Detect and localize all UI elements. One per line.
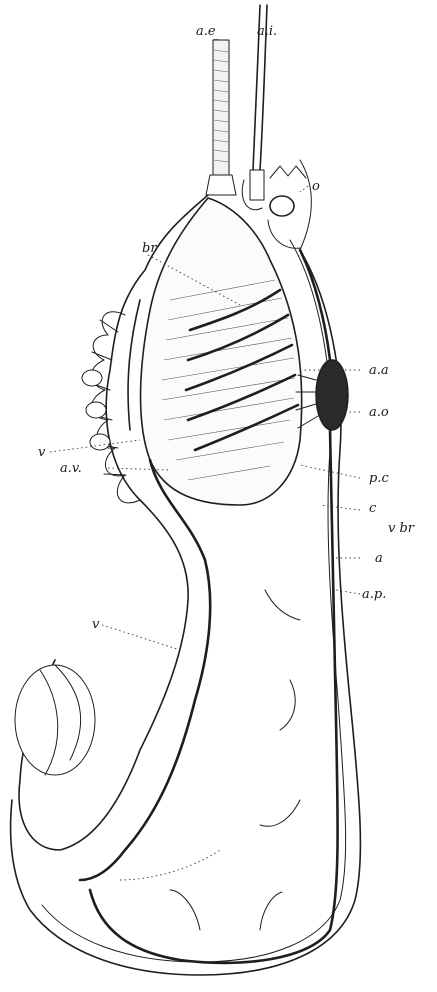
label-o: o: [312, 179, 320, 194]
organ-o: [268, 166, 306, 248]
label-ai: a.i.: [257, 24, 277, 39]
label-br: br: [142, 241, 157, 256]
label-ae: a.e: [196, 24, 216, 39]
label-av: a.v.: [60, 461, 82, 476]
label-vbr: v br: [388, 521, 415, 536]
label-ap: a.p.: [362, 587, 386, 602]
label-a: a: [375, 551, 383, 566]
label-c: c: [369, 501, 377, 516]
label-pc: p.c: [369, 471, 389, 486]
label-ao: a.o: [369, 405, 389, 420]
label-v-lower: v: [92, 617, 100, 632]
label-aa: a.a: [369, 363, 389, 378]
label-v-upper: v: [38, 445, 46, 460]
heart: [296, 360, 348, 430]
